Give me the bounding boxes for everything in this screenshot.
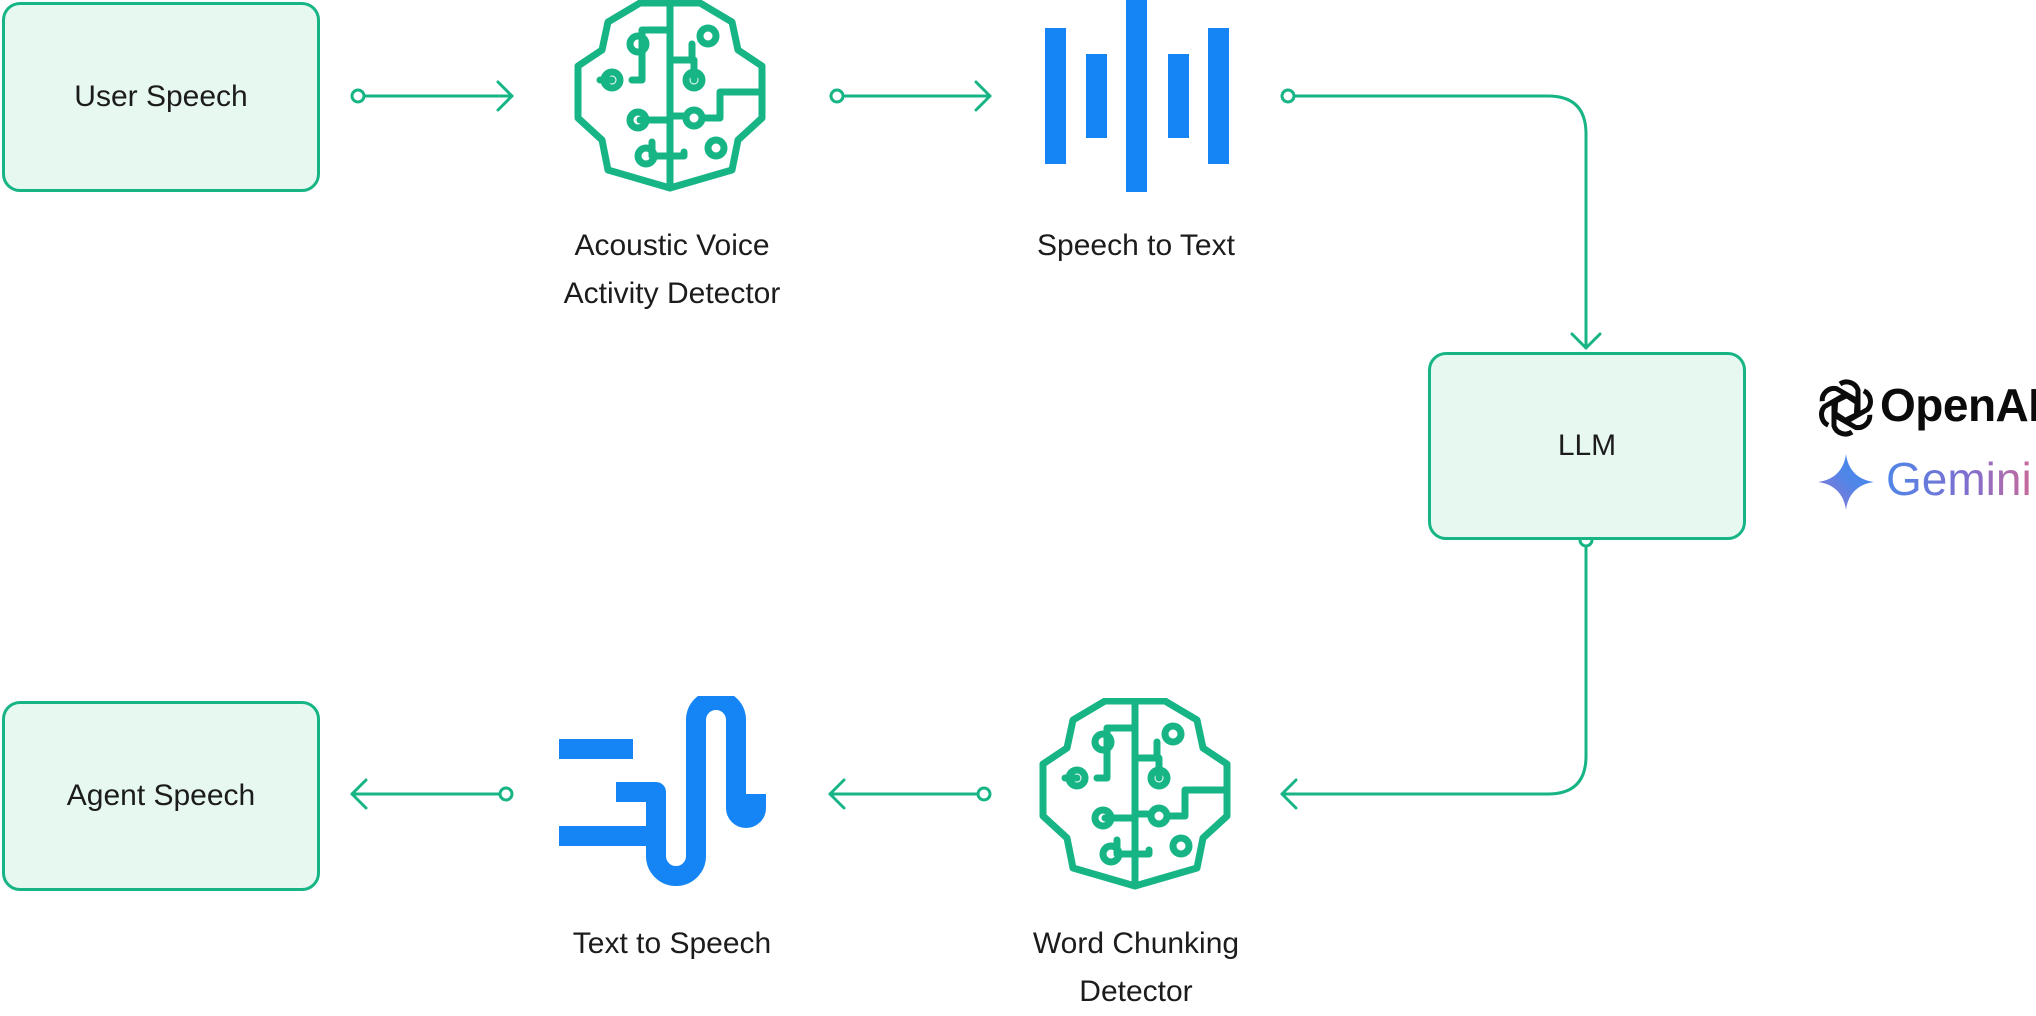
vad-label-line1: Acoustic Voice xyxy=(574,229,770,262)
brain-circuit-icon-wcd xyxy=(1039,698,1231,890)
llm-box: LLM xyxy=(1428,352,1746,540)
openai-logo-icon xyxy=(1819,379,1873,437)
brain-circuit-icon xyxy=(574,0,766,192)
user-speech-label: User Speech xyxy=(74,80,248,113)
gemini-sparkle-icon xyxy=(1818,454,1874,510)
audio-waveform-icon xyxy=(1045,0,1229,192)
arrow-tts-to-agent xyxy=(350,778,514,810)
vad-label-line2: Activity Detector xyxy=(563,277,781,310)
arrow-user-to-vad xyxy=(350,80,514,112)
stt-label: Speech to Text xyxy=(1000,222,1272,270)
agent-speech-label: Agent Speech xyxy=(66,779,256,812)
llm-label: LLM xyxy=(1557,429,1617,462)
agent-speech-box: Agent Speech xyxy=(2,701,320,891)
openai-wordmark: OpenAI xyxy=(1880,379,2036,431)
wcd-label: Word Chunking Detector xyxy=(980,920,1292,1016)
arrow-stt-to-llm xyxy=(1280,88,1602,350)
wcd-label-line1: Word Chunking xyxy=(1032,927,1240,960)
arrow-wcd-to-tts xyxy=(828,778,992,810)
text-to-wave-icon xyxy=(559,696,766,886)
stt-label-text: Speech to Text xyxy=(1037,229,1235,262)
gemini-wordmark: Gemini xyxy=(1886,453,2032,505)
vad-label: Acoustic Voice Activity Detector xyxy=(520,222,824,318)
tts-label: Text to Speech xyxy=(520,920,824,968)
arrow-vad-to-stt xyxy=(829,80,992,112)
user-speech-box: User Speech xyxy=(2,2,320,192)
wcd-label-line2: Detector xyxy=(1079,975,1193,1008)
arrow-llm-to-wcd xyxy=(1280,532,1594,810)
tts-label-text: Text to Speech xyxy=(572,927,772,960)
